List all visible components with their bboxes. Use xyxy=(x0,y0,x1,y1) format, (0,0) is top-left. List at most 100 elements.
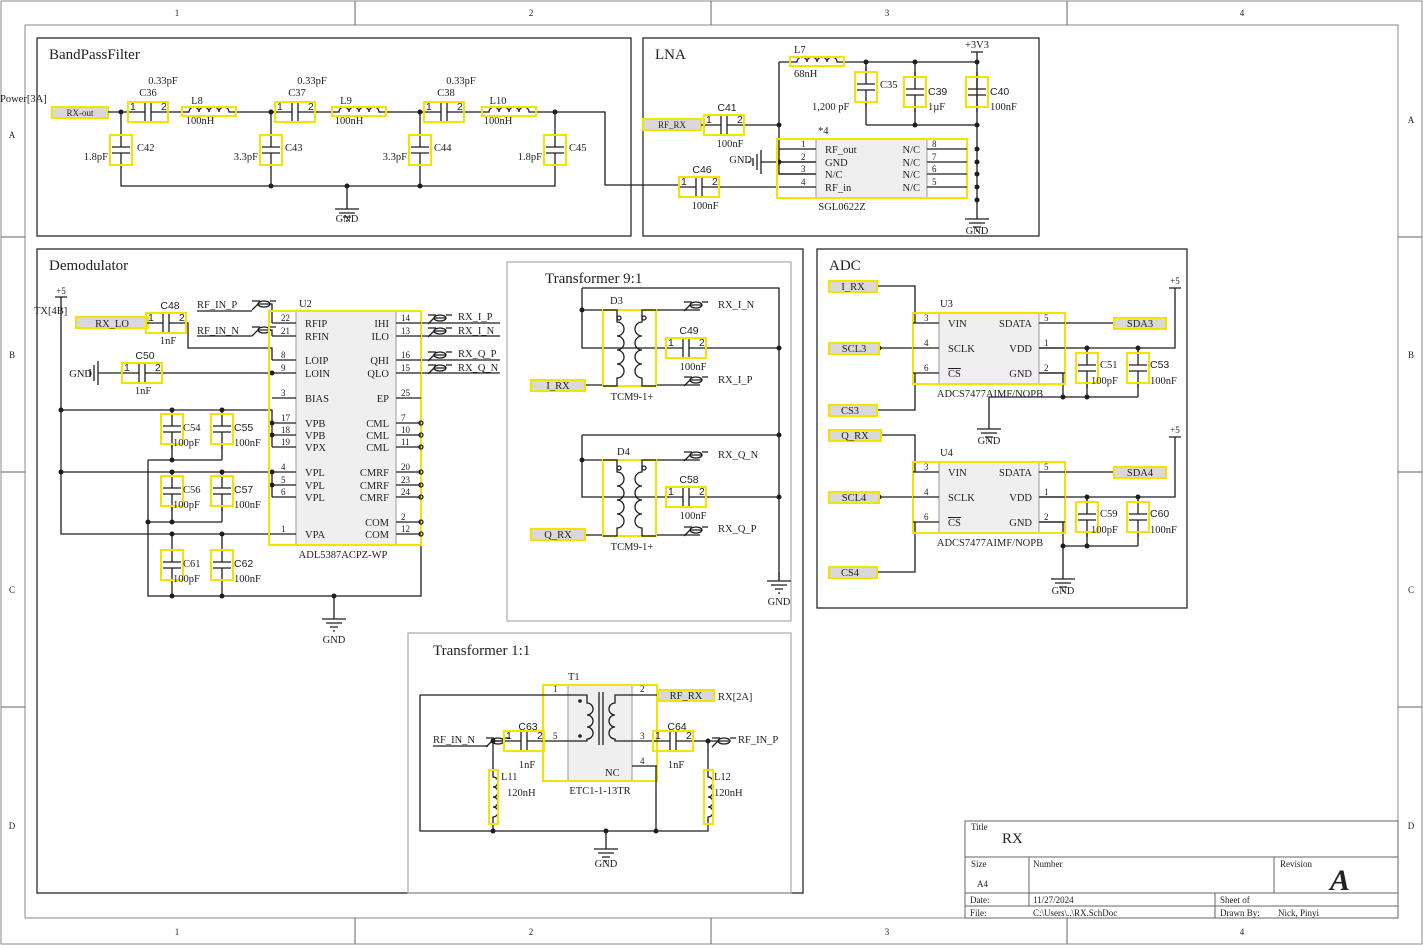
pin-name: SCLK xyxy=(948,493,975,504)
pin-number: 23 xyxy=(401,475,411,485)
value-label: 120nH xyxy=(507,788,536,799)
value-label: 100nF xyxy=(990,102,1017,113)
selection-outline xyxy=(776,138,968,199)
port-sda3[interactable]: SDA3 xyxy=(1113,317,1167,330)
value-label: 100nF xyxy=(234,574,261,585)
capacitor-c41[interactable] xyxy=(703,113,745,136)
capacitor-c53[interactable] xyxy=(1126,347,1150,389)
ref-label: C53 xyxy=(1150,359,1169,371)
port-scl4[interactable]: SCL4 xyxy=(828,491,880,504)
port-cs3[interactable]: CS3 xyxy=(828,404,878,417)
capacitor-c50[interactable] xyxy=(121,361,163,384)
pin-name: GND xyxy=(1009,369,1032,380)
pin-number: 8 xyxy=(932,139,937,149)
capacitor-c44[interactable] xyxy=(408,129,432,171)
svg-text:I_RX: I_RX xyxy=(546,381,570,392)
ground-icon xyxy=(766,571,792,594)
capacitor-c36[interactable] xyxy=(127,100,169,123)
ref-label: C55 xyxy=(234,422,253,434)
inductor-l7[interactable] xyxy=(787,56,847,67)
capacitor-c57[interactable] xyxy=(210,470,234,512)
capacitor-c42[interactable] xyxy=(109,129,133,171)
pin-name: VPL xyxy=(305,468,325,479)
ref-label: C42 xyxy=(137,143,155,154)
pin-name: GND xyxy=(825,158,848,169)
title-block: Title RX Size A4 Number Revision A Date:… xyxy=(964,820,1399,919)
net-label: RF_IN_N xyxy=(433,735,475,746)
inductor-l8[interactable] xyxy=(179,106,239,117)
capacitor-c43[interactable] xyxy=(259,129,283,171)
transformer-9-1-block: Transformer 9:1 D3 TCM9-1+ RX_I_N RX_I_P… xyxy=(506,261,792,622)
net-label: RX_I_P xyxy=(458,312,493,323)
value-label: 3.3pF xyxy=(383,152,407,163)
ic-ref: U3 xyxy=(940,299,953,310)
capacitor-c35[interactable] xyxy=(854,66,878,108)
column-label: 3 xyxy=(885,927,890,937)
port-scl3[interactable]: SCL3 xyxy=(828,342,880,355)
net-label: RF_IN_P xyxy=(738,735,778,746)
size-label: Size xyxy=(971,859,987,869)
capacitor-c62[interactable] xyxy=(210,544,234,586)
port-q-rx[interactable]: Q_RX xyxy=(828,429,882,442)
transformer-d4[interactable] xyxy=(602,459,657,537)
inductor-l11[interactable] xyxy=(488,767,499,827)
inductor-l12[interactable] xyxy=(703,767,714,827)
gnd-label: GND xyxy=(323,635,346,646)
ref-label: C62 xyxy=(234,558,253,570)
row-label: B xyxy=(1408,350,1414,360)
pin-name: RF_out xyxy=(825,145,857,156)
block-title: Transformer 9:1 xyxy=(545,271,642,287)
pin-number: 1 xyxy=(281,524,286,534)
pin-number: 5 xyxy=(1044,313,1049,323)
port-rx-lo[interactable]: RX_LO xyxy=(75,316,149,330)
capacitor-c60[interactable] xyxy=(1126,496,1150,538)
inductor-l10[interactable] xyxy=(479,106,539,117)
revision-value: A xyxy=(1328,864,1350,897)
ic-ref: U4 xyxy=(940,448,954,459)
capacitor-c64[interactable] xyxy=(652,729,694,752)
capacitor-c45[interactable] xyxy=(543,129,567,171)
capacitor-c63[interactable] xyxy=(503,729,545,752)
value-label: 68nH xyxy=(794,69,818,80)
svg-text:SCL4: SCL4 xyxy=(842,493,867,504)
pin-number: 2 xyxy=(401,512,406,522)
supply-label: +5 xyxy=(1170,276,1180,286)
net-label: RX_Q_N xyxy=(718,450,759,461)
capacitor-c55[interactable] xyxy=(210,408,234,450)
port-q-rx[interactable]: Q_RX xyxy=(530,528,586,541)
net-label: RX_I_N xyxy=(718,300,755,311)
ic-body xyxy=(938,312,1040,385)
gnd-label: GND xyxy=(966,226,989,237)
pin-dot xyxy=(418,420,424,426)
port-i-rx[interactable]: I_RX xyxy=(828,280,878,293)
capacitor-c49[interactable] xyxy=(665,336,707,359)
ref-label: C50 xyxy=(135,350,154,362)
value-label: 100nF xyxy=(234,438,261,449)
pin-dot xyxy=(418,482,424,488)
row-label: D xyxy=(1408,821,1415,831)
port-i-rx[interactable]: I_RX xyxy=(530,379,586,392)
capacitor-c46[interactable] xyxy=(678,175,720,198)
port-sda4[interactable]: SDA4 xyxy=(1113,466,1167,479)
capacitor-c37[interactable] xyxy=(274,100,316,123)
port-rx-out[interactable]: RX-out xyxy=(51,106,109,119)
pin-name: SCLK xyxy=(948,344,975,355)
gnd-label: GND xyxy=(1052,586,1075,597)
capacitor-c48[interactable] xyxy=(145,311,187,334)
port-cs4[interactable]: CS4 xyxy=(828,566,878,579)
ic-u2-adl5387[interactable]: 22RFIP21RFIN8LOIP9LOIN3BIAS17VPB18VPB19V… xyxy=(268,310,424,546)
pin-number: 2 xyxy=(801,152,806,162)
capacitor-c39[interactable] xyxy=(903,71,927,113)
inductor-l9[interactable] xyxy=(329,106,389,117)
capacitor-c58[interactable] xyxy=(665,485,707,508)
port-rf-rx[interactable]: RF_RX xyxy=(642,118,702,131)
pin-name: VPL xyxy=(305,481,325,492)
value-label: 100nF xyxy=(680,362,707,373)
port-rf-rx[interactable]: RF_RX xyxy=(657,689,715,702)
title-label: Title xyxy=(971,822,988,832)
capacitor-c38[interactable] xyxy=(423,100,465,123)
